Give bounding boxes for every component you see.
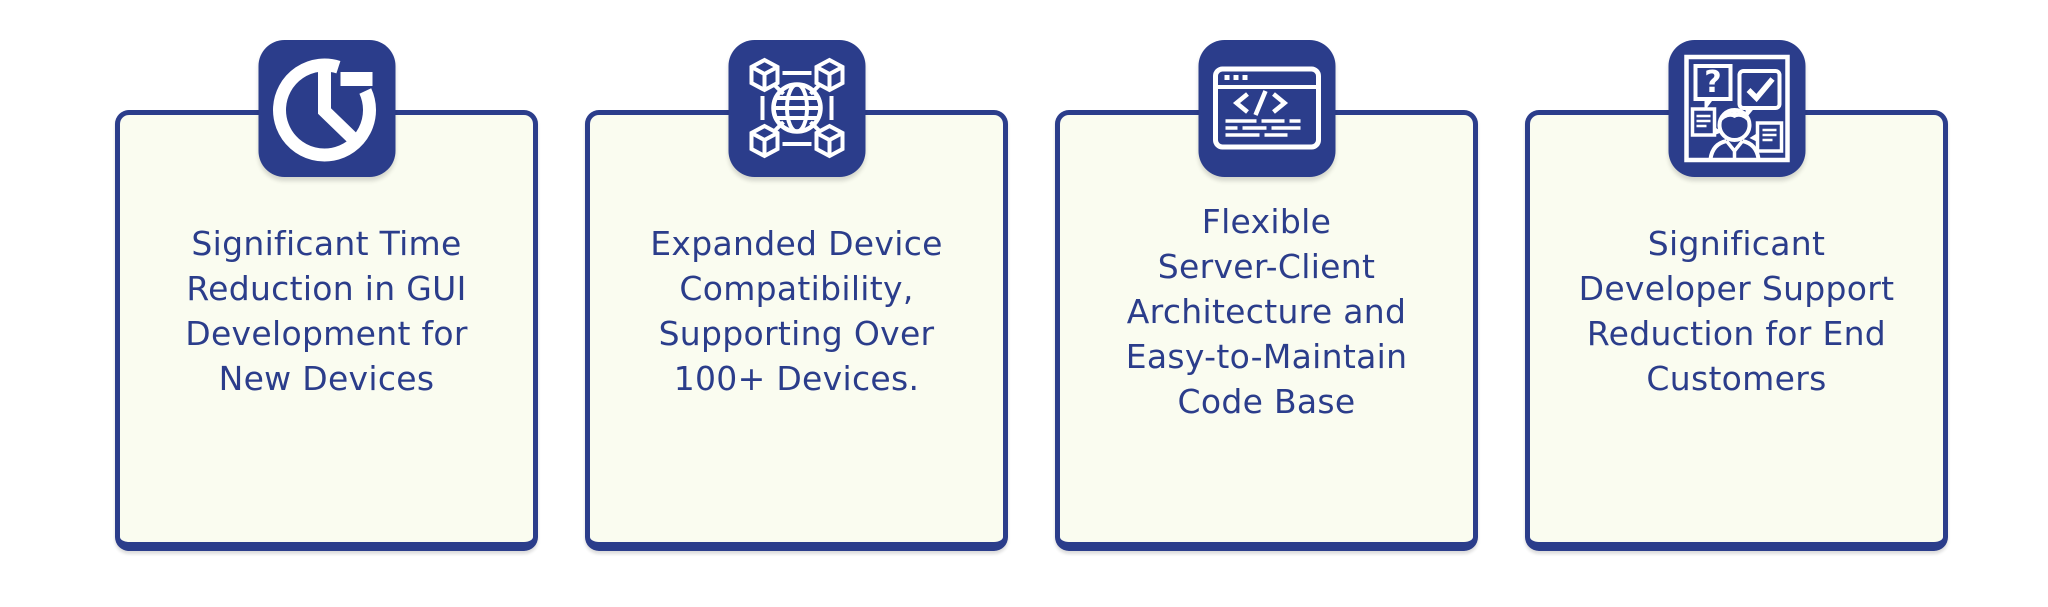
connected-devices-globe-icon [728, 40, 865, 177]
clock-icon [258, 40, 395, 177]
card-text-line: Code Base [1177, 381, 1356, 421]
card-text-line: Flexible [1201, 201, 1332, 241]
benefit-card-support-reduction: ? [1525, 0, 1948, 607]
card-text-line: Server-Client [1157, 246, 1376, 286]
card-text-line: Development for [185, 314, 468, 353]
card-text: Significant Time Reduction in GUI Develo… [142, 221, 511, 401]
card-text-line: Easy-to-Maintain [1125, 336, 1408, 376]
card-text: Expanded Device Compatibility, Supportin… [612, 221, 981, 401]
card-text-line: New Devices [218, 359, 435, 398]
card-text-line: Architecture and [1126, 291, 1407, 331]
svg-text:?: ? [1704, 65, 1721, 100]
card-text-line: Reduction in GUI [186, 269, 467, 308]
card-text-line: Customers [1646, 359, 1827, 398]
card: Flexible Server-Client Architecture and … [1055, 110, 1478, 551]
card-text-line: Significant Time [191, 224, 462, 263]
card: Significant Developer Support Reduction … [1525, 110, 1948, 551]
card-row: Significant Time Reduction in GUI Develo… [115, 0, 1948, 607]
benefit-card-architecture: Flexible Server-Client Architecture and … [1055, 0, 1478, 607]
card: Significant Time Reduction in GUI Develo… [115, 110, 538, 551]
card-text-line: Expanded Device [650, 224, 943, 263]
customer-support-icon: ? [1668, 40, 1805, 177]
card-text-line: Reduction for End [1586, 314, 1887, 353]
card-text-line: Supporting Over [658, 314, 935, 353]
card-text-line: Significant [1647, 224, 1826, 263]
card: Expanded Device Compatibility, Supportin… [585, 110, 1008, 551]
benefit-card-time-reduction: Significant Time Reduction in GUI Develo… [115, 0, 538, 607]
code-window-icon [1198, 40, 1335, 177]
card-text: Significant Developer Support Reduction … [1552, 221, 1921, 401]
card-text-line: 100+ Devices. [673, 359, 920, 398]
benefit-card-device-compatibility: Expanded Device Compatibility, Supportin… [585, 0, 1008, 607]
card-text-line: Compatibility, [679, 269, 914, 308]
card-text-line: Developer Support [1578, 269, 1895, 308]
card-text: Flexible Server-Client Architecture and … [1082, 199, 1451, 424]
